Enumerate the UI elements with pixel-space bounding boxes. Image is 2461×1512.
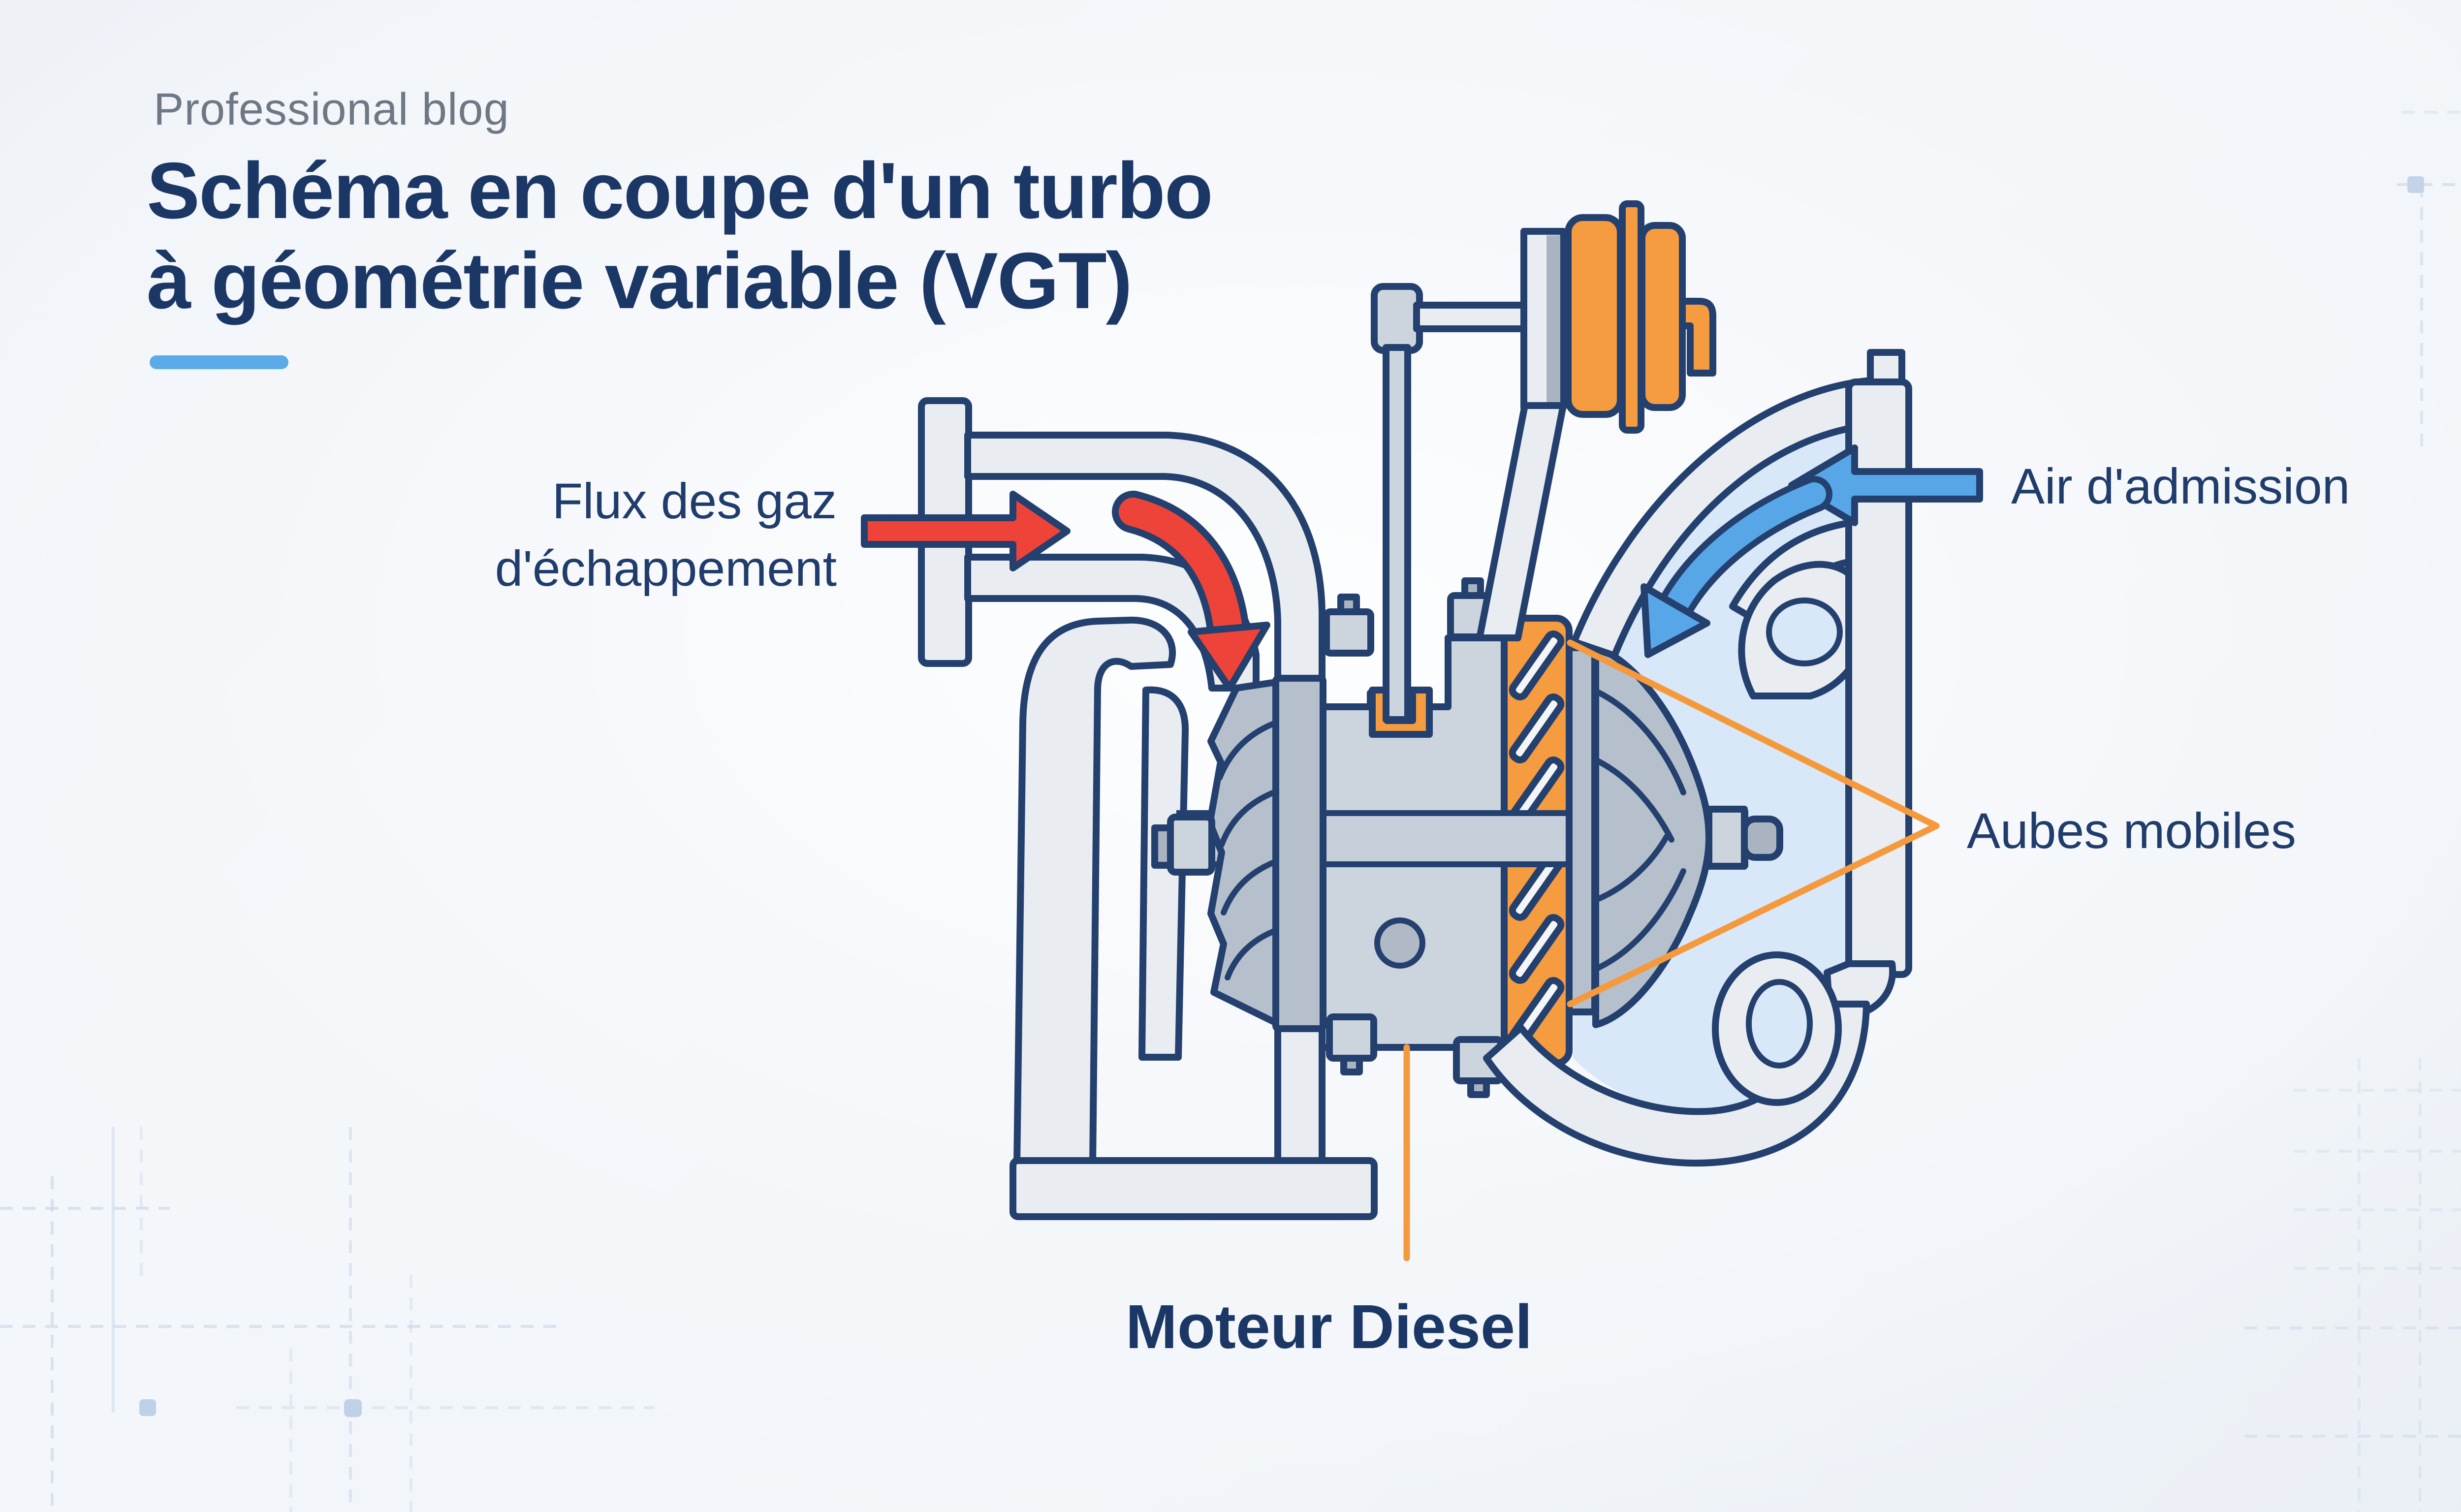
turbine-wheel xyxy=(1151,675,1326,1032)
volute-upper-port xyxy=(1766,598,1843,666)
turbine-housing xyxy=(918,397,1378,1220)
label-diesel-engine: Moteur Diesel xyxy=(1125,1292,1533,1361)
actuator-strut xyxy=(1476,402,1567,641)
compressor-wheel xyxy=(1566,644,1783,1028)
housing-bolts xyxy=(1323,577,1504,1098)
actuator-control-rod xyxy=(1383,344,1411,723)
vane-callout-lines xyxy=(1567,639,1940,1008)
page-title-line2: à géométrie variable (VGT) xyxy=(147,236,1133,326)
label-exhaust-line2: d'échappement xyxy=(495,540,837,597)
eyebrow-text: Professional blog xyxy=(154,84,509,134)
title-accent-underline xyxy=(150,355,288,369)
actuator-vacuum-pipe xyxy=(1679,298,1716,377)
bolt-icon xyxy=(1323,594,1374,657)
turbine-volute-wedge xyxy=(1138,686,1189,1061)
compressor-nose-nut xyxy=(1705,806,1783,870)
movable-vane-slots xyxy=(1509,630,1565,1047)
intake-swirl-arrow-icon xyxy=(1641,476,1832,658)
actuator-link-rod xyxy=(1413,302,1530,332)
label-exhaust-gas-flow: Flux des gaz d'échappement xyxy=(374,468,837,602)
label-intake-air: Air d'admission xyxy=(2011,458,2350,514)
volute-lower-wall xyxy=(1483,1001,1870,1167)
actuator-stem xyxy=(1619,200,1644,434)
actuator-bracket-shade xyxy=(1546,235,1560,405)
page-title-line1: Schéma en coupe d'un turbo xyxy=(147,146,1213,235)
turbine-shaft-nut xyxy=(1151,814,1215,876)
actuator-diaphragm-can xyxy=(1565,214,1624,418)
compressor-housing xyxy=(1483,349,1912,1167)
page-title: Schéma en coupe d'un turbo à géométrie v… xyxy=(147,146,1213,326)
circuit-pattern-bottom-right xyxy=(2244,1058,2461,1512)
circuit-pattern-bottom-left xyxy=(0,1127,655,1512)
exhaust-swirl-arrow-icon xyxy=(1112,491,1270,692)
circuit-pattern-top-right xyxy=(2397,111,2461,453)
actuator-rod-cap xyxy=(1371,283,1423,354)
actuator-can-rear xyxy=(1639,222,1686,411)
bolt-icon xyxy=(1326,1013,1377,1075)
oil-port xyxy=(1374,917,1425,969)
vacuum-actuator xyxy=(1371,200,1716,723)
label-exhaust-line1: Flux des gaz xyxy=(552,473,837,529)
engine-mount-flange xyxy=(1010,1157,1378,1220)
label-movable-vanes: Aubes mobiles xyxy=(1967,803,2297,859)
volute-lower-port xyxy=(1746,979,1813,1069)
exhaust-flow-arrow-icon xyxy=(861,491,1071,571)
turbine-scroll-wall xyxy=(1013,616,1176,1168)
